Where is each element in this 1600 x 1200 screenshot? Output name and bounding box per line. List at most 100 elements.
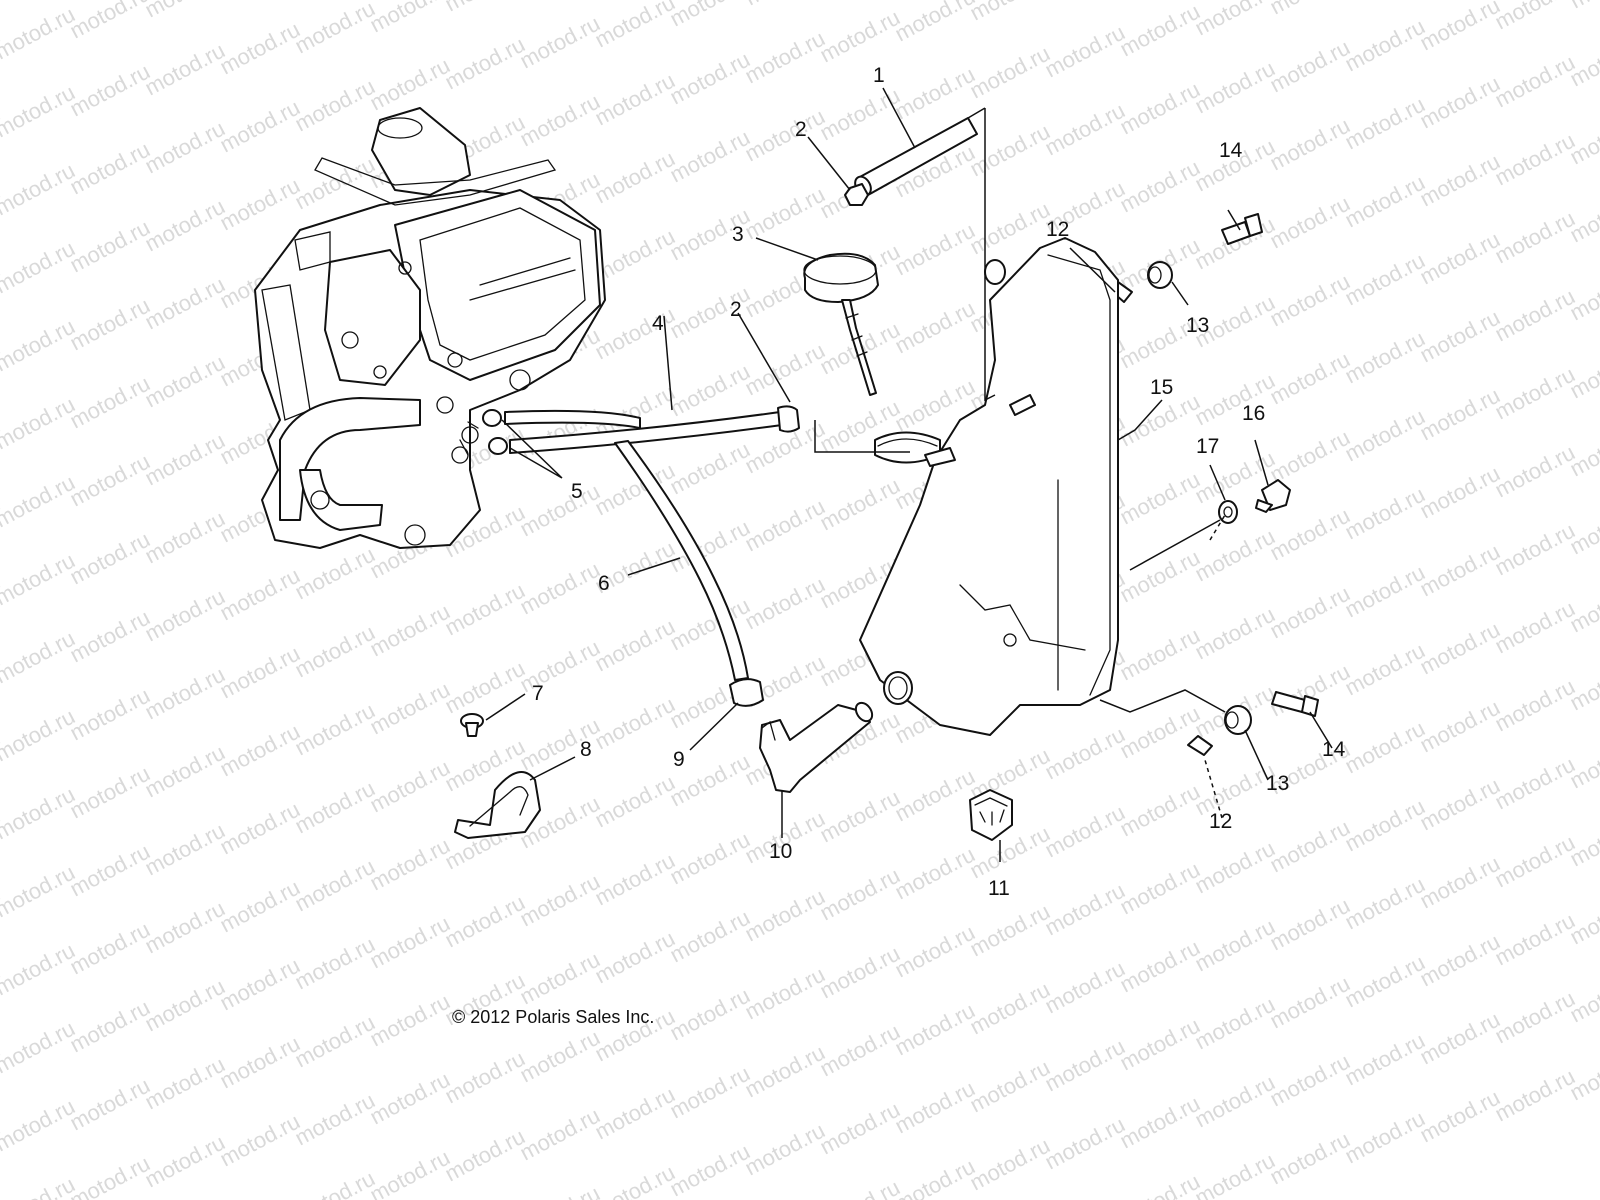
watermark-text: motod.ru [1566, 0, 1600, 13]
watermark-text: motod.ru [441, 1046, 529, 1109]
watermark-text: motod.ru [741, 962, 829, 1025]
watermark-text: motod.ru [0, 470, 79, 533]
callout-11: 11 [988, 877, 1010, 900]
watermark-text: motod.ru [1491, 674, 1579, 737]
watermark-text: motod.ru [216, 1031, 304, 1094]
copyright-notice: © 2012 Polaris Sales Inc. [452, 1007, 655, 1027]
callout-14b: 14 [1322, 738, 1346, 761]
watermark-text: motod.ru [591, 926, 679, 989]
callout-16: 16 [1242, 402, 1265, 425]
watermark-text: motod.ru [366, 599, 454, 662]
callout-7: 7 [532, 682, 544, 705]
watermark-text: motod.ru [1416, 773, 1504, 836]
watermark-text: motod.ru [516, 11, 604, 74]
watermark-text: motod.ru [891, 296, 979, 359]
watermark-text: motod.ru [666, 1061, 754, 1124]
watermark-text: motod.ru [1341, 794, 1429, 857]
watermark-text: motod.ru [1491, 986, 1579, 1049]
watermark-text: motod.ru [0, 704, 79, 767]
watermark-text: motod.ru [66, 839, 154, 902]
watermark-text: motod.ru [0, 782, 79, 845]
watermark-text: motod.ru [66, 761, 154, 824]
watermark-text: motod.ru [1341, 14, 1429, 77]
washer-17 [1218, 500, 1238, 524]
watermark-text: motod.ru [0, 314, 79, 377]
watermark-text: motod.ru [816, 83, 904, 146]
watermark-text: motod.ru [441, 0, 529, 16]
watermark-text: motod.ru [1116, 1091, 1204, 1154]
watermark-text: motod.ru [66, 371, 154, 434]
watermark-text: motod.ru [966, 977, 1054, 1040]
watermark-text: motod.ru [1041, 1034, 1129, 1097]
watermark-text: motod.ru [1266, 581, 1354, 644]
watermark-text: motod.ru [1491, 1064, 1579, 1127]
watermark-text: motod.ru [1341, 170, 1429, 233]
watermark-text: motod.ru [1041, 800, 1129, 863]
grommet [969, 789, 1013, 841]
spacer-12-lower [1187, 735, 1213, 756]
watermark-text: motod.ru [1341, 716, 1429, 779]
watermark-text: motod.ru [966, 899, 1054, 962]
watermark-text: motod.ru [1191, 836, 1279, 899]
watermark-text: motod.ru [966, 1133, 1054, 1196]
watermark-text: motod.ru [216, 953, 304, 1016]
watermark-text: motod.ru [1266, 35, 1354, 98]
watermark-text: motod.ru [741, 182, 829, 245]
callout-4: 4 [652, 312, 664, 335]
watermark-text: motod.ru [366, 989, 454, 1052]
watermark-text: motod.ru [441, 890, 529, 953]
watermark-text: motod.ru [1191, 914, 1279, 977]
watermark-text: motod.ru [1341, 1106, 1429, 1169]
watermark-text: motod.ru [366, 0, 454, 37]
watermark-text: motod.ru [141, 974, 229, 1037]
watermark-text: motod.ru [216, 797, 304, 860]
watermark-text: motod.ru [1491, 596, 1579, 659]
watermark-text: motod.ru [141, 0, 229, 22]
watermark-text: motod.ru [291, 620, 379, 683]
watermark-text: motod.ru [1416, 617, 1504, 680]
watermark-text: motod.ru [1416, 461, 1504, 524]
watermark-text: motod.ru [1341, 404, 1429, 467]
watermark-text: motod.ru [0, 2, 79, 65]
watermark-text: motod.ru [891, 998, 979, 1061]
watermark-text: motod.ru [966, 41, 1054, 104]
watermark-text: motod.ru [741, 1118, 829, 1181]
watermark-text: motod.ru [1416, 929, 1504, 992]
watermark-text: motod.ru [366, 1067, 454, 1130]
watermark-text: motod.ru [141, 1052, 229, 1115]
watermark-text: motod.ru [891, 764, 979, 827]
watermark-text: motod.ru [591, 692, 679, 755]
watermark-text: motod.ru [1191, 992, 1279, 1055]
watermark-text: motod.ru [591, 1082, 679, 1145]
watermark-text: motod.ru [366, 833, 454, 896]
watermark-text: motod.ru [1266, 191, 1354, 254]
watermark-text: motod.ru [1491, 128, 1579, 191]
watermark-text: motod.ru [1266, 425, 1354, 488]
watermark-text: motod.ru [66, 293, 154, 356]
watermark-text: motod.ru [1116, 467, 1204, 530]
watermark-text: motod.ru [516, 1025, 604, 1088]
watermark-text: motod.ru [1266, 1049, 1354, 1112]
watermark-text: motod.ru [591, 848, 679, 911]
watermark-text: motod.ru [141, 740, 229, 803]
watermark-text: motod.ru [0, 548, 79, 611]
watermark-text: motod.ru [291, 854, 379, 917]
watermark-text: motod.ru [366, 911, 454, 974]
watermark-text: motod.ru [1416, 695, 1504, 758]
watermark-text: motod.ru [291, 698, 379, 761]
callout-2a: 2 [795, 118, 807, 141]
watermark-text: motod.ru [66, 605, 154, 668]
watermark-text: motod.ru [0, 392, 79, 455]
watermark-text: motod.ru [141, 428, 229, 491]
watermark-text: motod.ru [441, 656, 529, 719]
watermark-text: motod.ru [1416, 539, 1504, 602]
watermark-text: motod.ru [1041, 878, 1129, 941]
watermark-text: motod.ru [291, 776, 379, 839]
callout-17: 17 [1196, 435, 1219, 458]
watermark-text: motod.ru [216, 875, 304, 938]
watermark-text: motod.ru [891, 842, 979, 905]
watermark-text: motod.ru [66, 137, 154, 200]
watermark-text: motod.ru [1416, 305, 1504, 368]
watermark-text: motod.ru [666, 359, 754, 422]
watermark-text: motod.ru [1416, 1007, 1504, 1070]
